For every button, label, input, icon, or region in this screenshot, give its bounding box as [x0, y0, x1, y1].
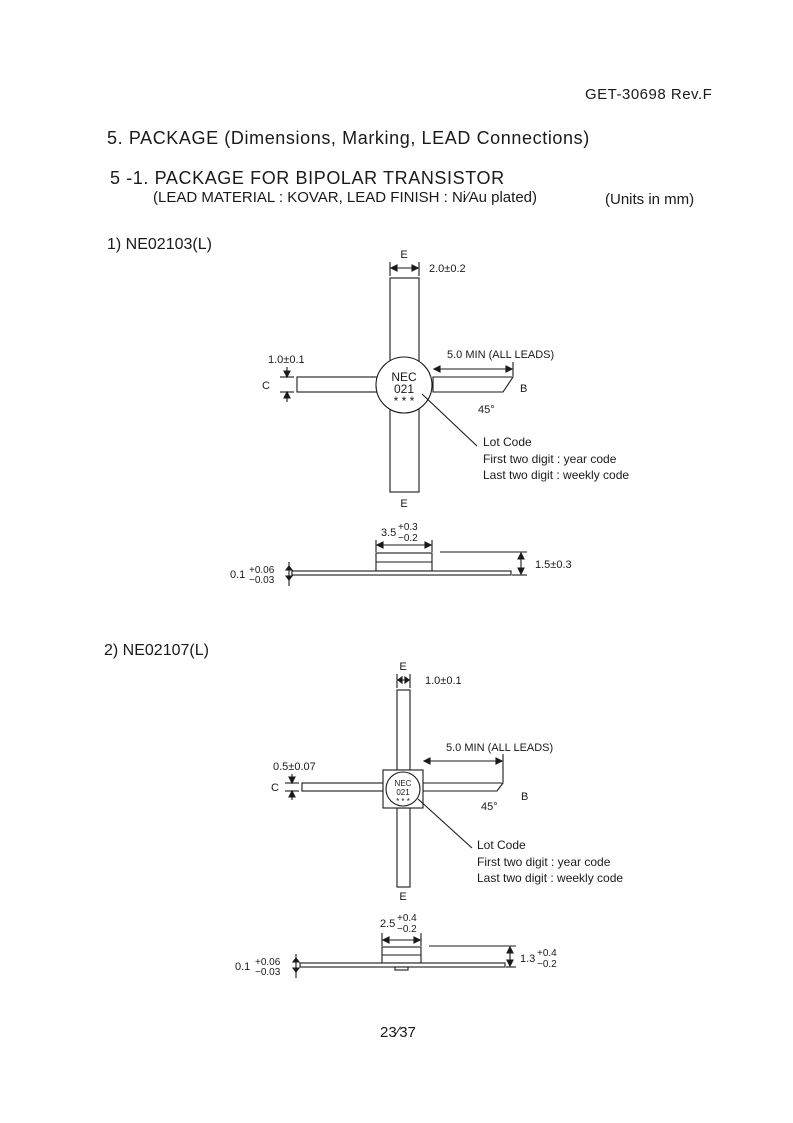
lead-thickness-dimension: 0.1	[235, 961, 250, 973]
svg-text:+0.4: +0.4	[397, 913, 417, 924]
lead-thickness-dimension: 0.1	[230, 569, 245, 581]
svg-text:+0.06: +0.06	[255, 957, 281, 968]
collector-lead	[301, 782, 384, 792]
package-body	[375, 356, 433, 414]
label-e-bottom: E	[400, 498, 407, 510]
svg-text:−0.2: −0.2	[397, 924, 417, 935]
svg-text:−0.2: −0.2	[537, 959, 557, 970]
package-body	[385, 771, 421, 807]
lot-code-week: Last two digit : weekly code	[477, 871, 623, 885]
label-c: C	[271, 782, 279, 794]
lot-code-week: Last two digit : weekly code	[483, 468, 629, 482]
svg-text:−0.03: −0.03	[249, 575, 275, 586]
height-dimension: 1.3	[520, 953, 535, 965]
label-b: B	[520, 383, 527, 395]
marking-line-1: NEC	[391, 370, 417, 384]
page-number: 23∕37	[380, 1024, 416, 1041]
c-lead-dimension: 1.0±0.1	[268, 354, 305, 366]
height-dimension: 1.5±0.3	[535, 559, 572, 571]
subsection-title: 5 -1. PACKAGE FOR BIPOLAR TRANSISTOR	[110, 168, 505, 188]
label-e-top: E	[400, 249, 407, 261]
lead-width-dimension: 1.0±0.1	[425, 675, 462, 687]
svg-text:+0.4: +0.4	[537, 948, 557, 959]
body-width-dimension: 2.5	[380, 918, 395, 930]
lead-material-note: (LEAD MATERIAL : KOVAR, LEAD FINISH : Ni…	[153, 189, 538, 206]
lead-length-dimension: 5.0 MIN (ALL LEADS)	[447, 349, 554, 361]
c-lead-dimension: 0.5±0.07	[273, 761, 316, 773]
svg-text:−0.03: −0.03	[255, 967, 281, 978]
base-lead	[422, 782, 505, 792]
lot-code-title: Lot Code	[483, 435, 532, 449]
angle-45: 45°	[481, 801, 498, 813]
lot-code-title: Lot Code	[477, 838, 526, 852]
section-title: 5. PACKAGE (Dimensions, Marking, LEAD Co…	[107, 128, 590, 148]
marking-line-3: * * *	[396, 797, 410, 806]
lead-length-dimension: 5.0 MIN (ALL LEADS)	[446, 742, 553, 754]
svg-text:+0.06: +0.06	[249, 565, 275, 576]
angle-45: 45°	[478, 404, 495, 416]
lot-code-year: First two digit : year code	[477, 855, 611, 869]
label-b: B	[521, 791, 528, 803]
side-view-leads	[299, 962, 506, 968]
document-id: GET-30698 Rev.F	[585, 86, 713, 103]
part-label-ne02103: 1) NE02103(L)	[107, 236, 212, 253]
body-width-dimension: 3.5	[381, 527, 396, 539]
svg-text:−0.2: −0.2	[398, 533, 418, 544]
marking-line-1: NEC	[395, 779, 412, 788]
marking-line-2: 021	[396, 788, 410, 797]
label-e-top: E	[399, 661, 406, 673]
base-lead	[432, 376, 515, 393]
emitter-lead-top	[389, 277, 420, 369]
svg-text:+0.3: +0.3	[398, 522, 418, 533]
marking-line-2: 021	[394, 382, 414, 396]
side-view-leads	[291, 570, 512, 576]
label-c: C	[262, 380, 270, 392]
lot-code-year: First two digit : year code	[483, 452, 617, 466]
lead-width-dimension: 2.0±0.2	[429, 263, 466, 275]
emitter-lead-top	[396, 689, 411, 771]
part-label-ne02107: 2) NE02107(L)	[104, 642, 209, 659]
marking-line-3: * * *	[394, 394, 415, 408]
units-note: (Units in mm)	[605, 191, 695, 208]
emitter-lead-bottom	[396, 807, 411, 888]
label-e-bottom: E	[399, 891, 406, 903]
